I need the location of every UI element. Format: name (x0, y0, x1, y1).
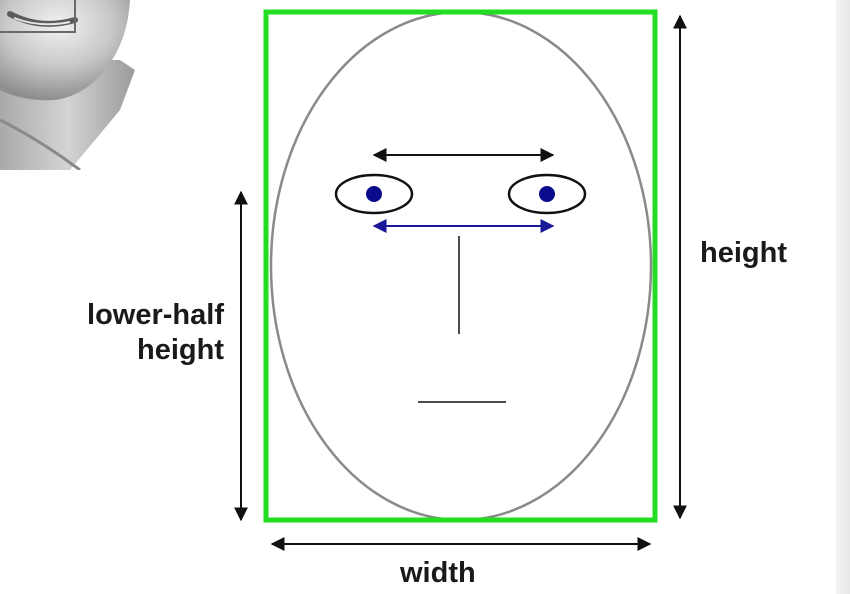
width-label: width (400, 556, 476, 591)
right-pupil (539, 186, 555, 202)
lower-half-label-line1: lower-half (87, 298, 224, 333)
lower-half-label-line2: height (87, 333, 224, 368)
height-label: height (700, 236, 787, 271)
lower-half-height-label: lower-half height (87, 298, 224, 368)
left-pupil (366, 186, 382, 202)
face-outline (271, 12, 651, 520)
